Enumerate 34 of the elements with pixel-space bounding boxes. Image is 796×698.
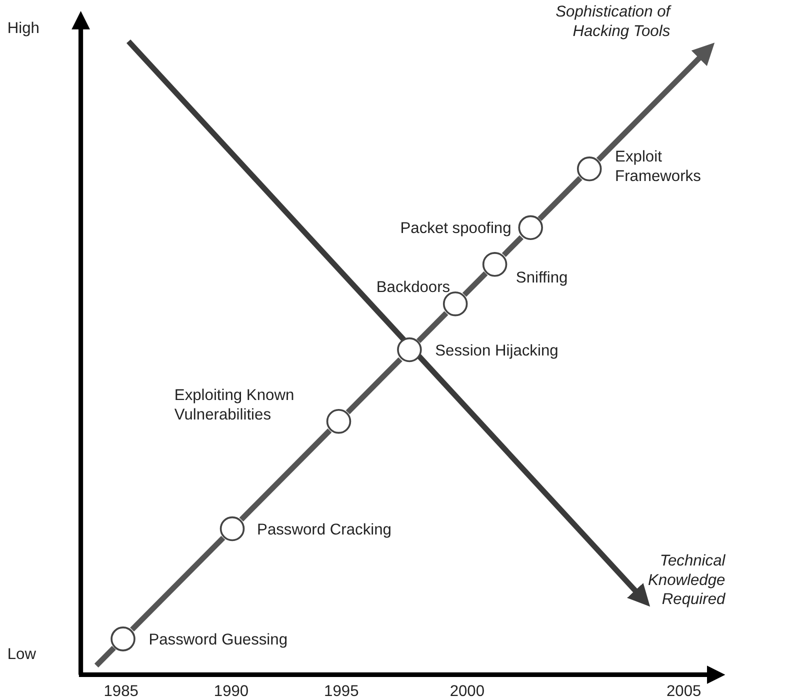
milestone-label: Sniffing — [516, 268, 568, 288]
tick-label: 2000 — [450, 681, 485, 698]
line-label: Technical Knowledge Required — [647, 550, 726, 609]
connector-line — [596, 42, 715, 162]
milestone-circle — [110, 626, 136, 652]
connector-line — [239, 428, 332, 522]
tick-label: 1985 — [104, 681, 138, 698]
connector-line — [502, 235, 524, 257]
tick-label: 1995 — [324, 681, 359, 698]
milestone-label: Backdoors — [376, 277, 450, 297]
milestone-label: Packet spoofing — [400, 218, 512, 238]
tick-label: 2005 — [666, 681, 702, 698]
milestone-label: Exploiting Known Vulnerabilities — [174, 386, 296, 424]
milestone-circle — [442, 291, 468, 317]
tick-label: 1990 — [214, 681, 249, 698]
connector-line — [538, 176, 582, 221]
connector-line — [130, 536, 226, 632]
milestone-label: Password Cracking — [257, 520, 392, 539]
milestone-circle — [219, 516, 246, 542]
connector-line — [94, 646, 116, 668]
milestone-label: Password Guessing — [148, 630, 288, 650]
milestone-circle — [518, 215, 544, 241]
milestone-label: Exploit Frameworks — [615, 146, 702, 186]
connector-line — [462, 271, 488, 297]
axis-label: High — [7, 18, 40, 38]
line-label: Sophistication of Hacking Tools — [554, 2, 670, 40]
milestone-circle — [576, 156, 602, 182]
connector-line — [416, 311, 448, 343]
milestone-circle — [326, 408, 352, 434]
axis-label: Low — [7, 644, 36, 664]
milestone-circle — [396, 337, 422, 363]
connector-line — [346, 357, 402, 414]
milestone-label: Session Hijacking — [435, 340, 558, 360]
milestone-circle — [482, 251, 508, 277]
